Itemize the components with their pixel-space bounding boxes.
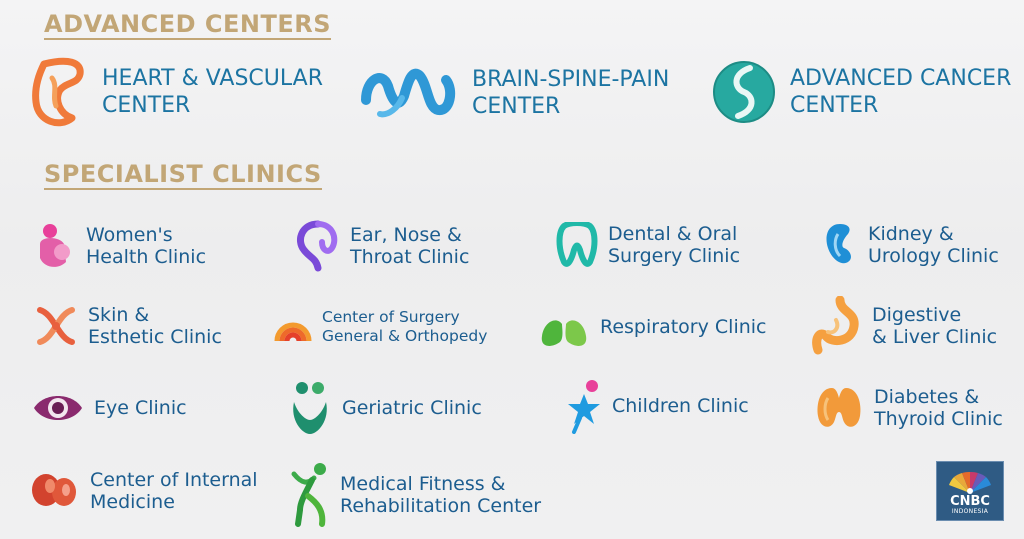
advanced-cancer-icon bbox=[712, 60, 776, 124]
geriatric-icon bbox=[288, 380, 332, 436]
internal-medicine-icon bbox=[28, 468, 80, 514]
clinic-label: Center of Surgery General & Orthopedy bbox=[322, 308, 488, 345]
clinic-geriatric: Geriatric Clinic bbox=[288, 380, 482, 436]
clinic-digestive: Digestive & Liver Clinic bbox=[810, 296, 997, 356]
clinic-label: Ear, Nose & Throat Clinic bbox=[350, 224, 470, 268]
clinic-label: Kidney & Urology Clinic bbox=[868, 223, 999, 267]
women-health-icon bbox=[36, 222, 76, 270]
clinic-label: Skin & Esthetic Clinic bbox=[88, 304, 222, 348]
center-heart-vascular: HEART & VASCULAR CENTER bbox=[30, 56, 323, 128]
clinic-internal-medicine: Center of Internal Medicine bbox=[28, 468, 258, 514]
clinic-fitness: Medical Fitness & Rehabilitation Center bbox=[290, 462, 541, 528]
center-label: BRAIN-SPINE-PAIN CENTER bbox=[472, 67, 670, 119]
brain-spine-pain-icon bbox=[358, 60, 458, 126]
stomach-icon bbox=[810, 296, 862, 356]
fitness-icon bbox=[290, 462, 330, 528]
clinic-label: Dental & Oral Surgery Clinic bbox=[608, 223, 741, 267]
center-brain-spine-pain: BRAIN-SPINE-PAIN CENTER bbox=[358, 60, 669, 126]
clinic-diabetes: Diabetes & Thyroid Clinic bbox=[814, 384, 1003, 432]
clinic-ent: Ear, Nose & Throat Clinic bbox=[294, 220, 469, 272]
tooth-icon bbox=[556, 222, 598, 268]
center-label: ADVANCED CANCER CENTER bbox=[790, 66, 1012, 118]
clinic-label: Geriatric Clinic bbox=[342, 397, 482, 419]
clinic-women-health: Women's Health Clinic bbox=[36, 222, 206, 270]
clinic-label: Diabetes & Thyroid Clinic bbox=[874, 386, 1003, 430]
center-label: HEART & VASCULAR CENTER bbox=[102, 66, 323, 118]
clinic-eye: Eye Clinic bbox=[32, 388, 187, 428]
heart-vascular-icon bbox=[30, 56, 88, 128]
clinic-label: Respiratory Clinic bbox=[600, 316, 767, 338]
children-icon bbox=[566, 378, 602, 434]
cnbc-wordmark: CNBC bbox=[950, 494, 990, 509]
eye-icon bbox=[32, 388, 84, 428]
skin-icon bbox=[34, 304, 78, 348]
clinic-respiratory: Respiratory Clinic bbox=[538, 304, 767, 350]
clinic-label: Medical Fitness & Rehabilitation Center bbox=[340, 473, 542, 517]
clinic-dental: Dental & Oral Surgery Clinic bbox=[556, 222, 740, 268]
specialist-clinics-heading: SPECIALIST CLINICS bbox=[44, 160, 322, 190]
kidney-icon bbox=[822, 220, 858, 270]
cnbc-indonesia-logo: CNBC INDONESIA bbox=[936, 461, 1004, 521]
thyroid-icon bbox=[814, 384, 864, 432]
clinic-surgery: Center of Surgery General & Orthopedy bbox=[274, 308, 487, 346]
clinic-children: Children Clinic bbox=[566, 378, 749, 434]
clinic-label: Children Clinic bbox=[612, 395, 749, 417]
center-advanced-cancer: ADVANCED CANCER CENTER bbox=[712, 60, 1011, 124]
clinic-label: Eye Clinic bbox=[94, 397, 187, 419]
cnbc-subtitle: INDONESIA bbox=[951, 508, 989, 515]
clinic-skin: Skin & Esthetic Clinic bbox=[34, 304, 222, 348]
peacock-icon bbox=[948, 471, 992, 495]
ent-icon bbox=[294, 220, 340, 272]
clinic-kidney: Kidney & Urology Clinic bbox=[822, 220, 999, 270]
clinic-label: Women's Health Clinic bbox=[86, 224, 207, 268]
lungs-icon bbox=[538, 304, 590, 350]
surgery-icon bbox=[274, 309, 312, 345]
advanced-centers-heading: ADVANCED CENTERS bbox=[44, 10, 332, 40]
clinic-label: Digestive & Liver Clinic bbox=[872, 304, 998, 348]
clinic-label: Center of Internal Medicine bbox=[90, 469, 258, 513]
